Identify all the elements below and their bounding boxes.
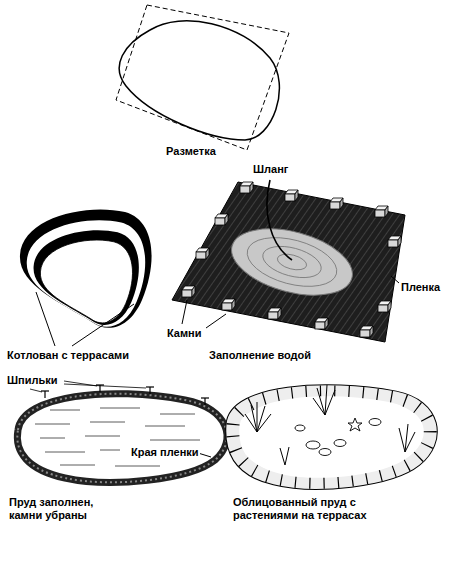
pit-bottom xyxy=(40,240,132,323)
flower xyxy=(348,418,362,431)
step-caption: Облицованный пруд с растениями на террас… xyxy=(232,496,406,522)
paving-joints xyxy=(233,392,431,482)
filling-figure xyxy=(172,180,405,342)
stone xyxy=(375,206,388,217)
leader-line xyxy=(30,389,42,392)
step-caption: Котлован с террасами xyxy=(6,349,130,362)
water-pool xyxy=(224,217,359,307)
terrace-band xyxy=(27,220,145,327)
pit-figure xyxy=(20,209,152,346)
marking-figure xyxy=(116,5,289,150)
step-caption: Заполнение водой xyxy=(208,349,312,362)
terrace-band xyxy=(34,230,139,325)
film-edge-texture xyxy=(17,394,227,483)
terrace-band xyxy=(20,209,152,327)
leader-line xyxy=(198,453,211,457)
water-surface xyxy=(243,396,421,477)
stone xyxy=(182,286,195,297)
water-hatching xyxy=(35,408,200,466)
leader-line xyxy=(206,314,226,328)
lined-pond-figure xyxy=(233,385,431,482)
water-ripple xyxy=(242,229,342,295)
dashed-frame xyxy=(116,5,289,150)
stone xyxy=(268,308,281,319)
pin xyxy=(41,385,209,405)
stone xyxy=(285,190,298,201)
leader-line xyxy=(72,304,134,346)
leader-line xyxy=(182,300,187,324)
water-ripple xyxy=(259,241,324,284)
leader-line xyxy=(391,276,399,283)
paving-outline xyxy=(233,392,431,482)
part-label: Пленка xyxy=(400,281,441,294)
paving xyxy=(233,392,431,482)
lily-pad xyxy=(295,419,381,456)
part-label: Шланг xyxy=(252,163,289,176)
stone xyxy=(240,182,253,193)
water-ripple xyxy=(276,251,309,272)
leader-line xyxy=(64,384,146,388)
part-label: Края пленки xyxy=(130,446,200,459)
stone xyxy=(330,198,343,209)
leader-line xyxy=(36,292,55,346)
pond-outline xyxy=(119,21,279,140)
stone xyxy=(196,248,209,259)
stone xyxy=(360,326,373,337)
plant xyxy=(245,385,415,465)
stone xyxy=(222,299,235,310)
stone xyxy=(388,236,401,247)
step-caption: Разметка xyxy=(165,145,217,158)
part-label: Шпильки xyxy=(6,374,58,387)
step-caption: Пруд заполнен, камни убраны xyxy=(8,496,120,522)
film-edge xyxy=(17,394,227,483)
stone xyxy=(378,301,391,312)
stone xyxy=(215,214,228,225)
filled-pond-figure xyxy=(17,381,227,482)
part-label: Камни xyxy=(166,327,203,340)
film-sheet xyxy=(172,182,405,342)
stone xyxy=(315,318,328,329)
